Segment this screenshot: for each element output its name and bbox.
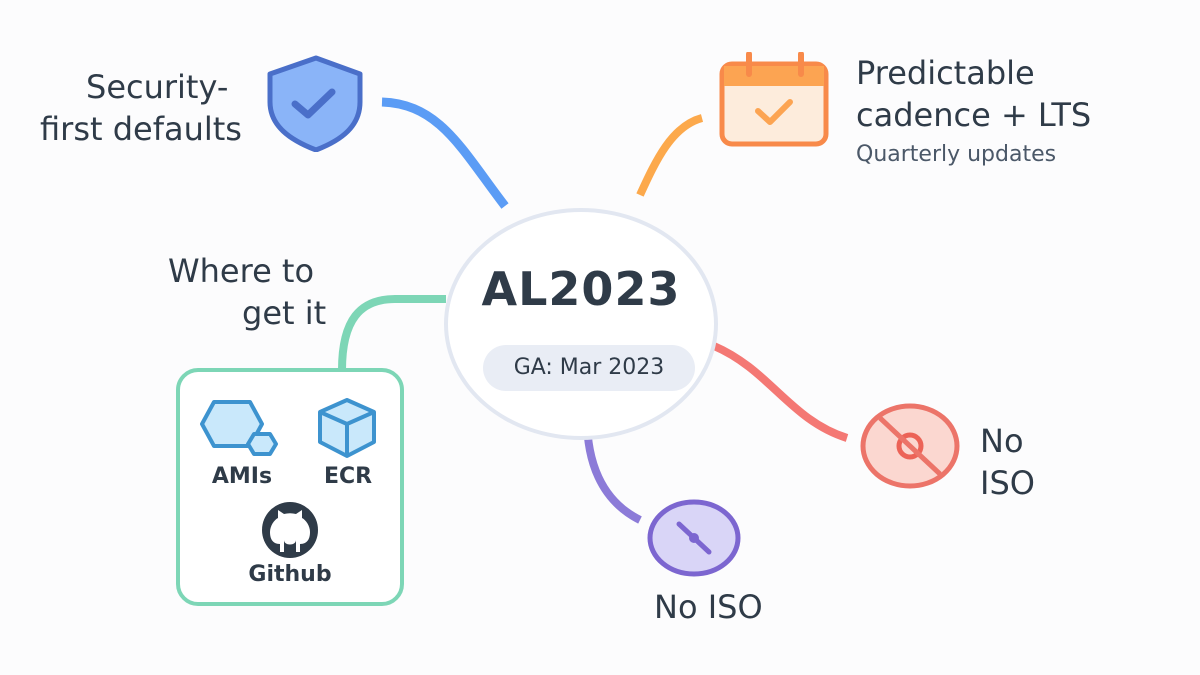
connector-security xyxy=(381,97,509,209)
security-label-line1: Security- xyxy=(86,68,229,106)
calendar-check-icon xyxy=(719,52,829,147)
ecr-cube-icon xyxy=(318,398,376,458)
no-iso-red-label-line2: ISO xyxy=(980,464,1035,502)
github-icon xyxy=(262,502,318,558)
cadence-label-line1: Predictable xyxy=(856,54,1035,92)
hub-circle xyxy=(444,208,718,440)
where-label-line2: get it xyxy=(242,294,327,332)
ami-hexagon-icon xyxy=(200,400,278,456)
source-label-ecr[interactable]: ECR xyxy=(323,464,373,489)
cadence-label-line2: cadence + LTS xyxy=(856,96,1092,134)
disc-slash-icon xyxy=(647,499,741,577)
source-label-github[interactable]: Github xyxy=(248,562,332,587)
connector-cadence xyxy=(636,114,704,197)
connector-where xyxy=(338,295,446,371)
no-iso-purple-label: No ISO xyxy=(654,588,763,626)
where-label-line1: Where to xyxy=(168,252,315,290)
hub-title: AL2023 xyxy=(481,262,681,316)
source-label-amis[interactable]: AMIs xyxy=(211,464,273,489)
no-iso-red-label-line1: No xyxy=(980,422,1024,460)
shield-check-icon xyxy=(267,55,363,152)
cadence-subtitle: Quarterly updates xyxy=(856,142,1057,167)
security-label-line2: first defaults xyxy=(40,110,242,148)
no-disc-icon xyxy=(860,403,960,489)
ga-badge: GA: Mar 2023 xyxy=(483,345,695,391)
connector-no-iso-red xyxy=(712,342,849,442)
